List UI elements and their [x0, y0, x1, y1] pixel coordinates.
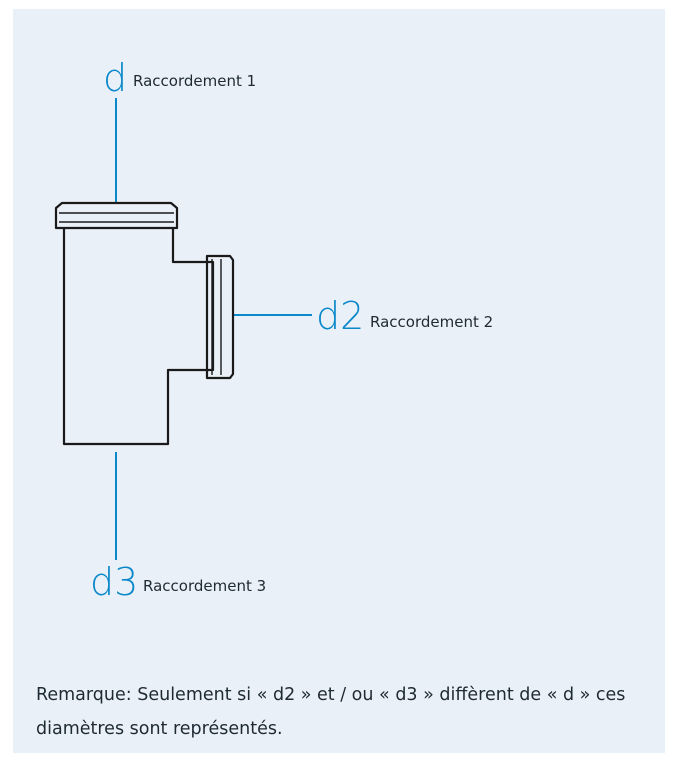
remark-note: Remarque: Seulement si « d2 » et / ou « …: [36, 685, 626, 739]
label-d-letter: d: [103, 56, 128, 100]
label-d3-letter: d3: [90, 560, 139, 604]
label-d2-text: Raccordement 2: [370, 313, 494, 331]
label-d3-text: Raccordement 3: [143, 577, 267, 595]
label-d2-letter: d2: [316, 294, 365, 338]
diagram-panel: [13, 9, 665, 753]
tee-body: [54, 201, 235, 446]
label-d-text: Raccordement 1: [133, 72, 257, 90]
